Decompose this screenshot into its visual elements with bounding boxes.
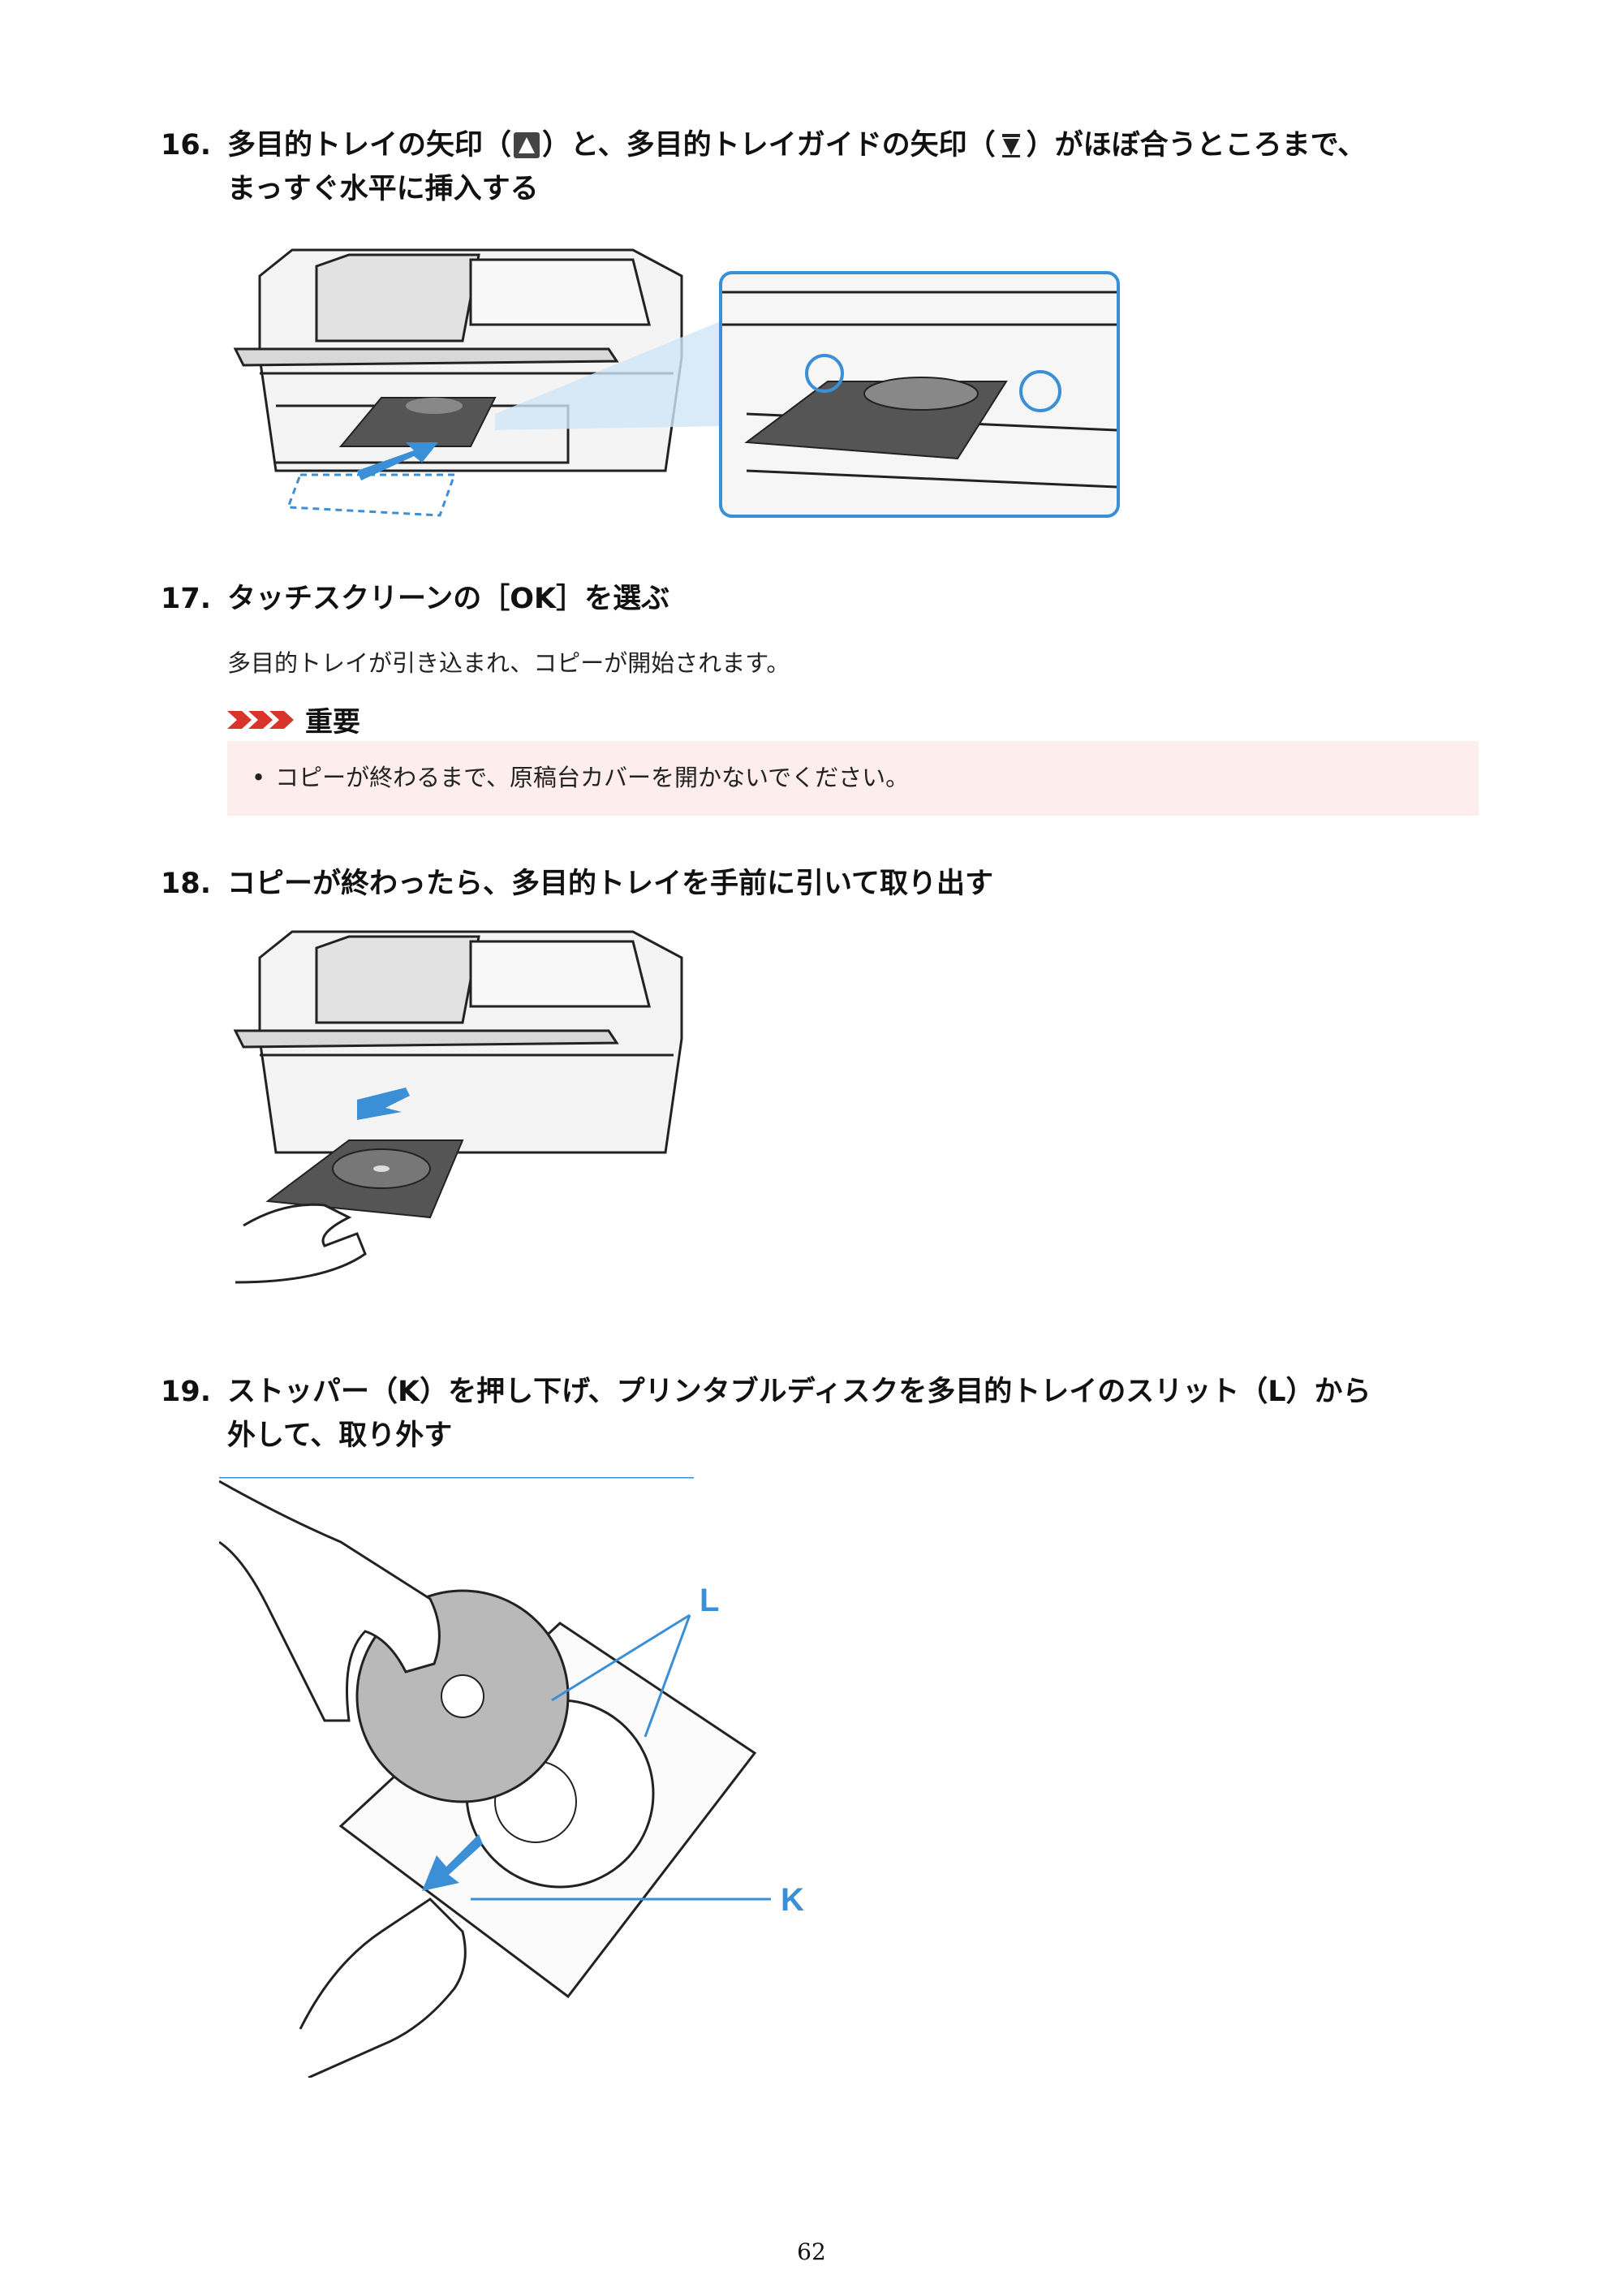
- step-17: 17. タッチスクリーンの［OK］を選ぶ: [161, 577, 1492, 621]
- important-chevrons-icon: [227, 710, 294, 729]
- step-number: 16.: [161, 129, 212, 162]
- callout-K: K: [781, 1882, 804, 1918]
- step-title: ストッパー（K）を押し下げ、プリンタブルディスクを多目的トレイのスリット（L）か…: [227, 1376, 1371, 1452]
- disc-removal-illustration: L K: [219, 1477, 804, 2078]
- step-number: 19.: [161, 1376, 212, 1408]
- down-arrow-icon: [1001, 134, 1020, 157]
- step-number: 18.: [161, 868, 212, 900]
- important-box: コピーが終わるまで、原稿台カバーを開かないでください。: [227, 741, 1479, 816]
- tray-insert-illustration: [233, 248, 1120, 518]
- step-title: コピーが終わったら、多目的トレイを手前に引いて取り出す: [227, 868, 993, 900]
- important-heading: 重要: [227, 700, 360, 739]
- callout-L: L: [700, 1583, 719, 1618]
- step-19: 19. ストッパー（K）を押し下げ、プリンタブルディスクを多目的トレイのスリット…: [161, 1370, 1492, 1458]
- tray-remove-illustration: [233, 930, 683, 1284]
- step-title: タッチスクリーンの［OK］を選ぶ: [227, 583, 670, 615]
- important-label: 重要: [305, 706, 360, 739]
- step-title: 多目的トレイの矢印（）と、多目的トレイガイドの矢印（）がほぼ合うところまで、まっ…: [227, 129, 1367, 205]
- step-number: 17.: [161, 583, 212, 615]
- step-17-body: 多目的トレイが引き込まれ、コピーが開始されます。: [227, 649, 790, 677]
- up-arrow-icon: [514, 132, 540, 158]
- page-number: 62: [797, 2238, 826, 2265]
- step-16: 16. 多目的トレイの矢印（）と、多目的トレイガイドの矢印（）がほぼ合うところま…: [161, 123, 1492, 211]
- important-item: コピーが終わるまで、原稿台カバーを開かないでください。: [252, 759, 909, 793]
- step-18: 18. コピーが終わったら、多目的トレイを手前に引いて取り出す: [161, 862, 1492, 906]
